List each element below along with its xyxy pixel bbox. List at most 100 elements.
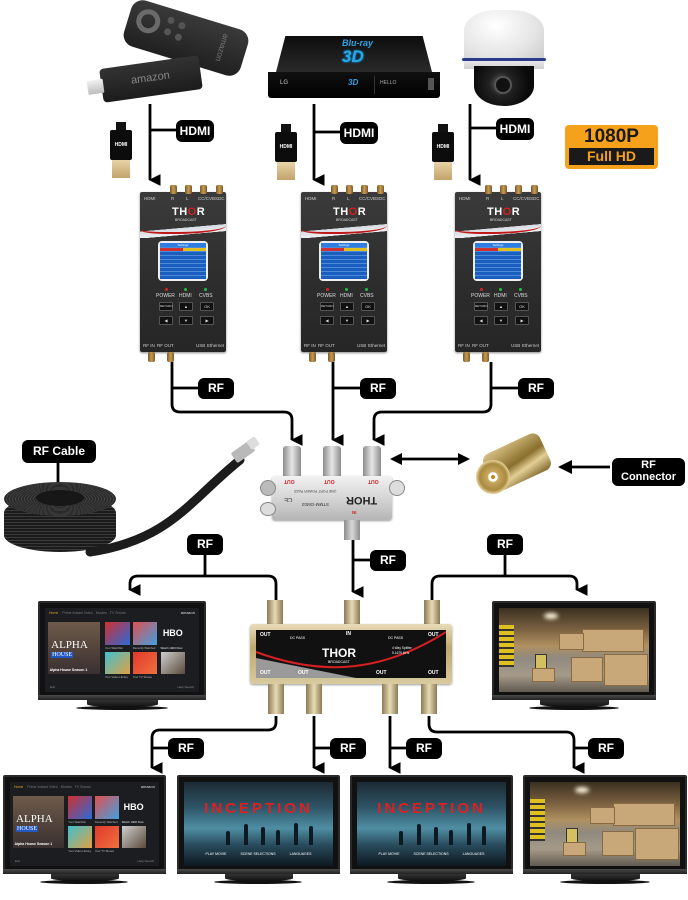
port-label-ethernet: Ethernet [522,343,540,348]
port-label-l: L [501,196,504,201]
tv-bezel: INCEPTION PLAY MOVIE SCENE SELECTIONS LA… [350,775,513,873]
tv-bezel [492,601,656,699]
return-button[interactable]: RETURN [474,302,488,311]
tv-stand [51,874,119,881]
left-button[interactable]: ◀ [320,316,334,325]
ok-button[interactable]: OK [361,302,375,311]
combiner-out-1: OUT [284,478,295,484]
modulator-lcd-screen: Settings [319,241,369,281]
hdmi-label-2: HDMI [340,122,378,144]
scene-selections-option[interactable]: SCENE SELECTIONS [240,851,276,856]
rf-label-combiner-out: RF [370,550,406,571]
rf-connector-bnc [472,430,556,502]
right-button[interactable]: ▶ [200,316,214,325]
modulator-brand-sub: BROADCAST [490,218,512,222]
rf-cable-coil [4,482,116,556]
tv-inception-1: INCEPTION PLAY MOVIE SCENE SELECTIONS LA… [177,775,340,891]
three-way-combiner: OUT OUT OUT STMM-GM03 ONE PORT POWER PAS… [260,446,405,542]
modulator-brand: THOR [333,206,367,218]
hdmi-plug-icon-3: HDMI [432,124,454,184]
tv-stand [398,874,466,881]
play-movie-option[interactable]: PLAY MOVIE [378,851,400,856]
splitter-out-b1: OUT [260,670,271,676]
bluray-3d-logo: 3D [342,47,364,66]
rf-cable-label: RF Cable [22,440,96,463]
port-label-rf-in: RF IN [458,343,470,348]
languages-option[interactable]: LANGUAGES [462,851,485,856]
modulator-lcd-screen: Settings [473,241,523,281]
rf-label-mod-3: RF [518,378,554,399]
down-button[interactable]: ▼ [494,316,508,325]
up-button[interactable]: ▲ [179,302,193,311]
tv-warehouse-bottom [523,775,687,891]
tv-stand [225,874,293,881]
modulator-brand-sub: BROADCAST [336,218,358,222]
port-label-l: L [347,196,350,201]
up-button[interactable]: ▲ [340,302,354,311]
warehouse-camera-feed [530,782,680,866]
return-button[interactable]: RETURN [320,302,334,311]
left-button[interactable]: ◀ [159,316,173,325]
combiner-out-2: OUT [324,478,335,484]
play-movie-option[interactable]: PLAY MOVIE [205,851,227,856]
rf-label-mod-2: RF [360,378,396,399]
port-label-ethernet: Ethernet [207,343,225,348]
hdmi-modulator-2: HDMI R L CC/CVBS DC THOR BROADCAST Setti… [301,185,387,362]
power-label: POWER [317,293,336,299]
ok-button[interactable]: OK [515,302,529,311]
splitter-brand: THOR [322,646,356,660]
power-label: POWER [156,293,175,299]
rf-label-top-right: RF [487,534,523,555]
1080p-full-hd-badge: 1080P Full HD [565,125,658,169]
rf-label-bottom-2: RF [330,738,366,759]
down-button[interactable]: ▼ [179,316,193,325]
right-button[interactable]: ▶ [361,316,375,325]
splitter-spec-1: 4 Way Splitter [392,646,412,650]
port-label-usb: USB [357,343,367,348]
port-label-l: L [186,196,189,201]
scene-selections-option[interactable]: SCENE SELECTIONS [413,851,449,856]
combiner-ce: CE [284,496,293,502]
port-label-usb: USB [511,343,521,348]
cvbs-label: CVBS [514,293,528,299]
splitter-brand-sub: BROADCAST [328,660,350,664]
up-button[interactable]: ▲ [494,302,508,311]
front-display: HELLO [380,80,397,86]
port-label-dc: DC [533,196,540,201]
inception-title: INCEPTION [204,800,313,818]
hdmi-label: HDMI [494,293,507,299]
ok-button[interactable]: OK [200,302,214,311]
port-label-rf-out: RF OUT [157,343,174,348]
splitter-in: IN [346,631,351,637]
front-bluray-mark: 3D [348,78,359,87]
right-button[interactable]: ▶ [515,316,529,325]
return-button[interactable]: RETURN [159,302,173,311]
left-button[interactable]: ◀ [474,316,488,325]
badge-resolution: 1080P [584,126,639,147]
rf-label-bottom-3: RF [406,738,442,759]
alpha-house-hero: ALPHA HOUSE Alpha House Season 1 [13,796,64,849]
languages-option[interactable]: LANGUAGES [289,851,312,856]
port-label-rf-in: RF IN [304,343,316,348]
port-label-cvbs: CC/CVBS [198,196,219,201]
combiner-model: STMM-GM03 [302,502,329,507]
rf-label-bottom-4: RF [588,738,624,759]
tv-inception-2: INCEPTION PLAY MOVIE SCENE SELECTIONS LA… [350,775,513,891]
modulator-lcd-screen: Settings [158,241,208,281]
port-label-dc: DC [218,196,225,201]
hdmi-plug-icon-2: HDMI [275,124,297,184]
badge-full-hd: Full HD [569,148,654,165]
splitter-dc-pass-1: DC PASS [290,636,306,640]
four-way-splitter: OUT IN OUT DC PASS DC PASS THOR BROADCAS… [250,600,452,720]
tv-bezel: INCEPTION PLAY MOVIE SCENE SELECTIONS LA… [177,775,340,873]
power-label: POWER [471,293,490,299]
hdmi-modulator-1: HDMI R L CC/CVBS DC THOR BROADCAST Setti… [140,185,226,362]
hdmi-label-1: HDMI [176,120,214,142]
down-button[interactable]: ▼ [340,316,354,325]
